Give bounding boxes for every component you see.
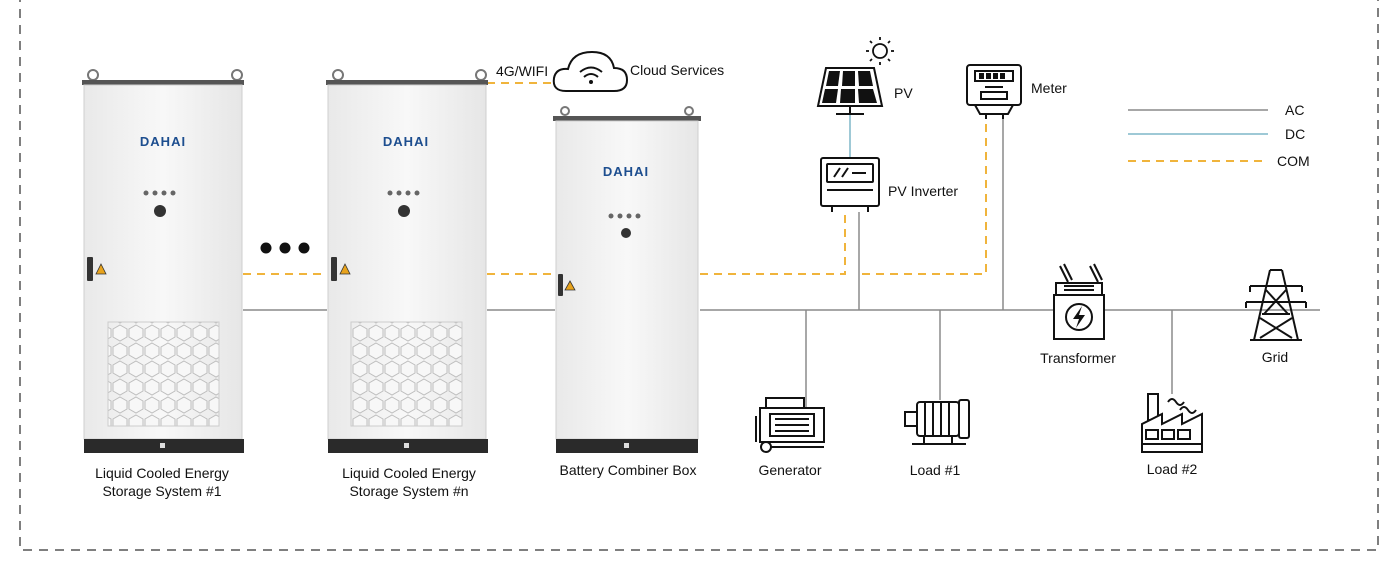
combiner-box-label: Battery Combiner Box: [560, 462, 697, 478]
legend-ac-label: AC: [1285, 102, 1304, 118]
sun-icon: [866, 37, 894, 65]
com-lines: [243, 82, 987, 275]
cloud-wifi-icon: [552, 50, 629, 92]
legend-com-label: COM: [1277, 153, 1310, 169]
ellipsis-dots: [260, 242, 310, 254]
cabinet-1-brand: DAHAI: [140, 134, 186, 149]
generator-label: Generator: [758, 462, 821, 478]
energy-storage-cabinet-n: DAHAI: [326, 69, 488, 453]
pv-inverter-label: PV Inverter: [888, 183, 958, 199]
transmission-tower-icon: [1245, 269, 1307, 341]
solar-panel-icon: [816, 67, 884, 115]
load1-label: Load #1: [910, 462, 961, 478]
warning-icon: [95, 263, 107, 275]
combiner-box-brand: DAHAI: [603, 164, 649, 179]
battery-combiner-box: DAHAI: [553, 106, 701, 453]
grid-label: Grid: [1262, 349, 1288, 365]
warning-icon: [339, 263, 351, 275]
factory-icon: [1141, 393, 1203, 453]
energy-storage-cabinet-1: DAHAI: [82, 69, 244, 453]
cabinet-1-label-line1: Liquid Cooled Energy: [95, 465, 229, 481]
outer-border: [19, 0, 1379, 551]
pv-label: PV: [894, 85, 913, 101]
generator-icon: [755, 397, 825, 453]
meter-label: Meter: [1031, 80, 1067, 96]
ac-lines: [243, 118, 1320, 408]
cloud-services-label: Cloud Services: [630, 62, 724, 78]
legend: AC DC COM: [1128, 102, 1310, 169]
meter-icon: [966, 64, 1022, 119]
motor-icon: [904, 399, 970, 445]
cabinet-n-label-line2: Storage System #n: [349, 483, 468, 499]
cabinet-n-label-line1: Liquid Cooled Energy: [342, 465, 476, 481]
inverter-icon: [820, 157, 880, 212]
warning-icon: [564, 280, 576, 291]
transformer-icon: [1053, 263, 1105, 340]
legend-dc-label: DC: [1285, 126, 1305, 142]
transformer-label: Transformer: [1040, 350, 1116, 366]
link-4g-wifi-label: 4G/WIFI: [496, 63, 548, 79]
load2-label: Load #2: [1147, 461, 1198, 477]
cabinet-1-label-line2: Storage System #1: [102, 483, 221, 499]
cabinet-n-brand: DAHAI: [383, 134, 429, 149]
